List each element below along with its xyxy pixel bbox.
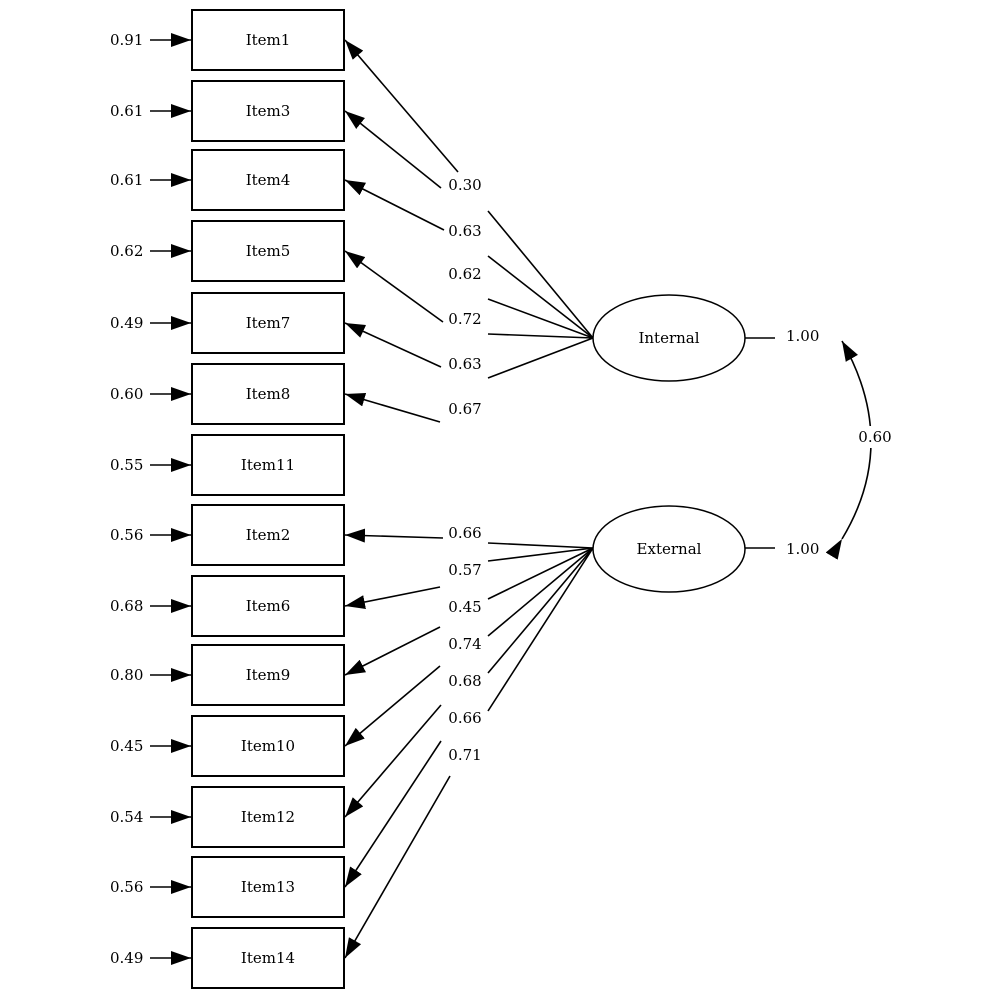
error-label-item9: 0.80 <box>110 666 143 684</box>
item-box-item6 <box>191 575 345 637</box>
item-box-item14 <box>191 927 345 989</box>
loading-label-item12: 0.68 <box>448 672 481 690</box>
item-label-item3: Item3 <box>246 102 291 120</box>
loading-arrow-item3 <box>344 110 442 189</box>
loading-line-item1 <box>487 210 594 339</box>
loading-arrow-item14 <box>344 775 451 959</box>
loading-arrow-item13 <box>344 740 442 888</box>
error-label-item13: 0.56 <box>110 878 143 896</box>
loading-label-item7: 0.63 <box>448 355 481 373</box>
item-label-item9: Item9 <box>246 666 291 684</box>
error-label-item2: 0.56 <box>110 526 143 544</box>
loading-label-item8: 0.67 <box>448 400 481 418</box>
error-label-item4: 0.61 <box>110 171 143 189</box>
loading-label-item10: 0.74 <box>448 635 481 653</box>
item-label-item7: Item7 <box>246 314 291 332</box>
factor-external-ellipse <box>592 505 746 593</box>
error-label-item10: 0.45 <box>110 737 143 755</box>
factor-external: External 1.00 <box>592 505 819 593</box>
loading-arrow-item4 <box>344 179 445 231</box>
item-box-item1 <box>191 9 345 71</box>
item-label-item13: Item13 <box>241 878 295 896</box>
loading-line-item7 <box>487 337 594 379</box>
loading-line-item3 <box>487 255 594 339</box>
loading-label-item9: 0.45 <box>448 598 481 616</box>
loading-label-item14: 0.71 <box>448 746 481 764</box>
item-label-item5: Item5 <box>246 242 291 260</box>
loading-line-item4 <box>487 298 594 339</box>
variance-external-label: 1.00 <box>786 540 819 558</box>
factor-internal: Internal 1.00 <box>592 294 819 382</box>
loading-label-item5: 0.72 <box>448 310 481 328</box>
item-label-item4: Item4 <box>246 171 291 189</box>
loading-arrow-item9 <box>344 626 441 676</box>
error-label-item8: 0.60 <box>110 385 143 403</box>
item-label-item6: Item6 <box>246 597 291 615</box>
loading-arrow-item10 <box>344 665 441 747</box>
loading-arrow-item12 <box>344 704 442 818</box>
loading-label-item1: 0.30 <box>448 176 481 194</box>
loading-label-item6: 0.57 <box>448 561 481 579</box>
variance-internal-label: 1.00 <box>786 327 819 345</box>
error-label-item12: 0.54 <box>110 808 143 826</box>
loading-label-item13: 0.66 <box>448 709 481 727</box>
error-label-item6: 0.68 <box>110 597 143 615</box>
loading-line-item13 <box>487 547 594 712</box>
loading-label-item2: 0.66 <box>448 524 481 542</box>
loading-arrow-item1 <box>344 39 459 173</box>
loading-label-item3: 0.63 <box>448 222 481 240</box>
factor-internal-label: Internal <box>638 329 699 347</box>
item-box-item7 <box>191 292 345 354</box>
loading-line-item2 <box>487 542 594 549</box>
item-label-item2: Item2 <box>246 526 291 544</box>
error-label-item14: 0.49 <box>110 949 143 967</box>
item-label-item14: Item14 <box>241 949 295 967</box>
loading-arrow-item6 <box>344 586 441 609</box>
item-box-item4 <box>191 149 345 211</box>
error-label-item7: 0.49 <box>110 314 143 332</box>
item-label-item11: Item11 <box>241 456 295 474</box>
loading-line-item12 <box>487 547 594 674</box>
item-label-item12: Item12 <box>241 808 295 826</box>
loading-line-item6 <box>487 547 594 562</box>
item-label-item8: Item8 <box>246 385 291 403</box>
factor-external-label: External <box>637 540 702 558</box>
item-box-item2 <box>191 504 345 566</box>
correlation-label: 0.60 <box>858 428 891 446</box>
loading-label-item4: 0.62 <box>448 265 481 283</box>
item-box-item11 <box>191 434 345 496</box>
item-box-item8 <box>191 363 345 425</box>
item-box-item13 <box>191 856 345 918</box>
loading-arrow-item2 <box>344 528 444 543</box>
loading-arrow-item7 <box>344 322 442 368</box>
item-box-item9 <box>191 644 345 706</box>
item-label-item1: Item1 <box>246 31 291 49</box>
loading-arrow-item8 <box>344 392 441 423</box>
loading-arrow-item5 <box>344 250 444 323</box>
error-label-item11: 0.55 <box>110 456 143 474</box>
error-label-item3: 0.61 <box>110 102 143 120</box>
error-label-item1: 0.91 <box>110 31 143 49</box>
loading-line-item5 <box>487 333 594 339</box>
item-box-item5 <box>191 220 345 282</box>
loading-line-item9 <box>487 547 594 600</box>
error-label-item5: 0.62 <box>110 242 143 260</box>
item-box-item3 <box>191 80 345 142</box>
item-box-item12 <box>191 786 345 848</box>
item-box-item10 <box>191 715 345 777</box>
item-label-item10: Item10 <box>241 737 295 755</box>
loading-line-item10 <box>487 547 594 637</box>
correlation-label-bg <box>852 426 896 448</box>
